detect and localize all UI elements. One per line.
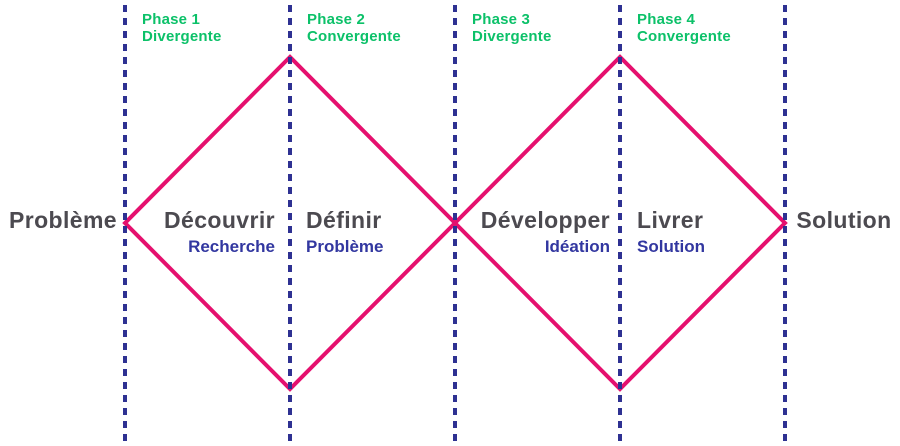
phase-label-4: Phase 4 Convergente <box>637 11 731 45</box>
stage-develop: Développer Idéation <box>480 207 610 256</box>
stage-define-subtitle: Problème <box>306 237 384 256</box>
phase-label-1-line1: Phase 1 <box>142 11 201 28</box>
stage-deliver-title: Livrer <box>637 207 704 233</box>
endpoint-label-problem: Problème <box>8 207 117 233</box>
phase-label-2: Phase 2 Convergente <box>307 11 401 45</box>
phase-label-4-line2: Convergente <box>637 28 731 45</box>
stage-discover-title: Découvrir <box>164 207 275 233</box>
diamond-2-outline <box>452 54 788 392</box>
phase-label-1-line2: Divergente <box>142 28 222 45</box>
stage-develop-title: Développer <box>480 207 610 233</box>
stage-define: Définir Problème <box>306 207 384 256</box>
phase-label-3-line2: Divergente <box>472 28 552 45</box>
stage-deliver: Livrer Solution <box>637 207 705 256</box>
phase-label-3-line1: Phase 3 <box>472 11 531 28</box>
endpoint-label-solution: Solution <box>796 207 892 233</box>
stage-discover-subtitle: Recherche <box>188 237 275 256</box>
stage-discover: Découvrir Recherche <box>164 207 275 256</box>
phase-label-4-line1: Phase 4 <box>637 11 696 28</box>
phase-label-1: Phase 1 Divergente <box>142 11 222 45</box>
stage-develop-subtitle: Idéation <box>544 237 610 256</box>
stage-deliver-subtitle: Solution <box>637 237 705 256</box>
phase-label-2-line2: Convergente <box>307 28 401 45</box>
stage-define-title: Définir <box>306 207 382 233</box>
phase-label-3: Phase 3 Divergente <box>472 11 552 45</box>
phase-label-2-line1: Phase 2 <box>307 11 366 28</box>
